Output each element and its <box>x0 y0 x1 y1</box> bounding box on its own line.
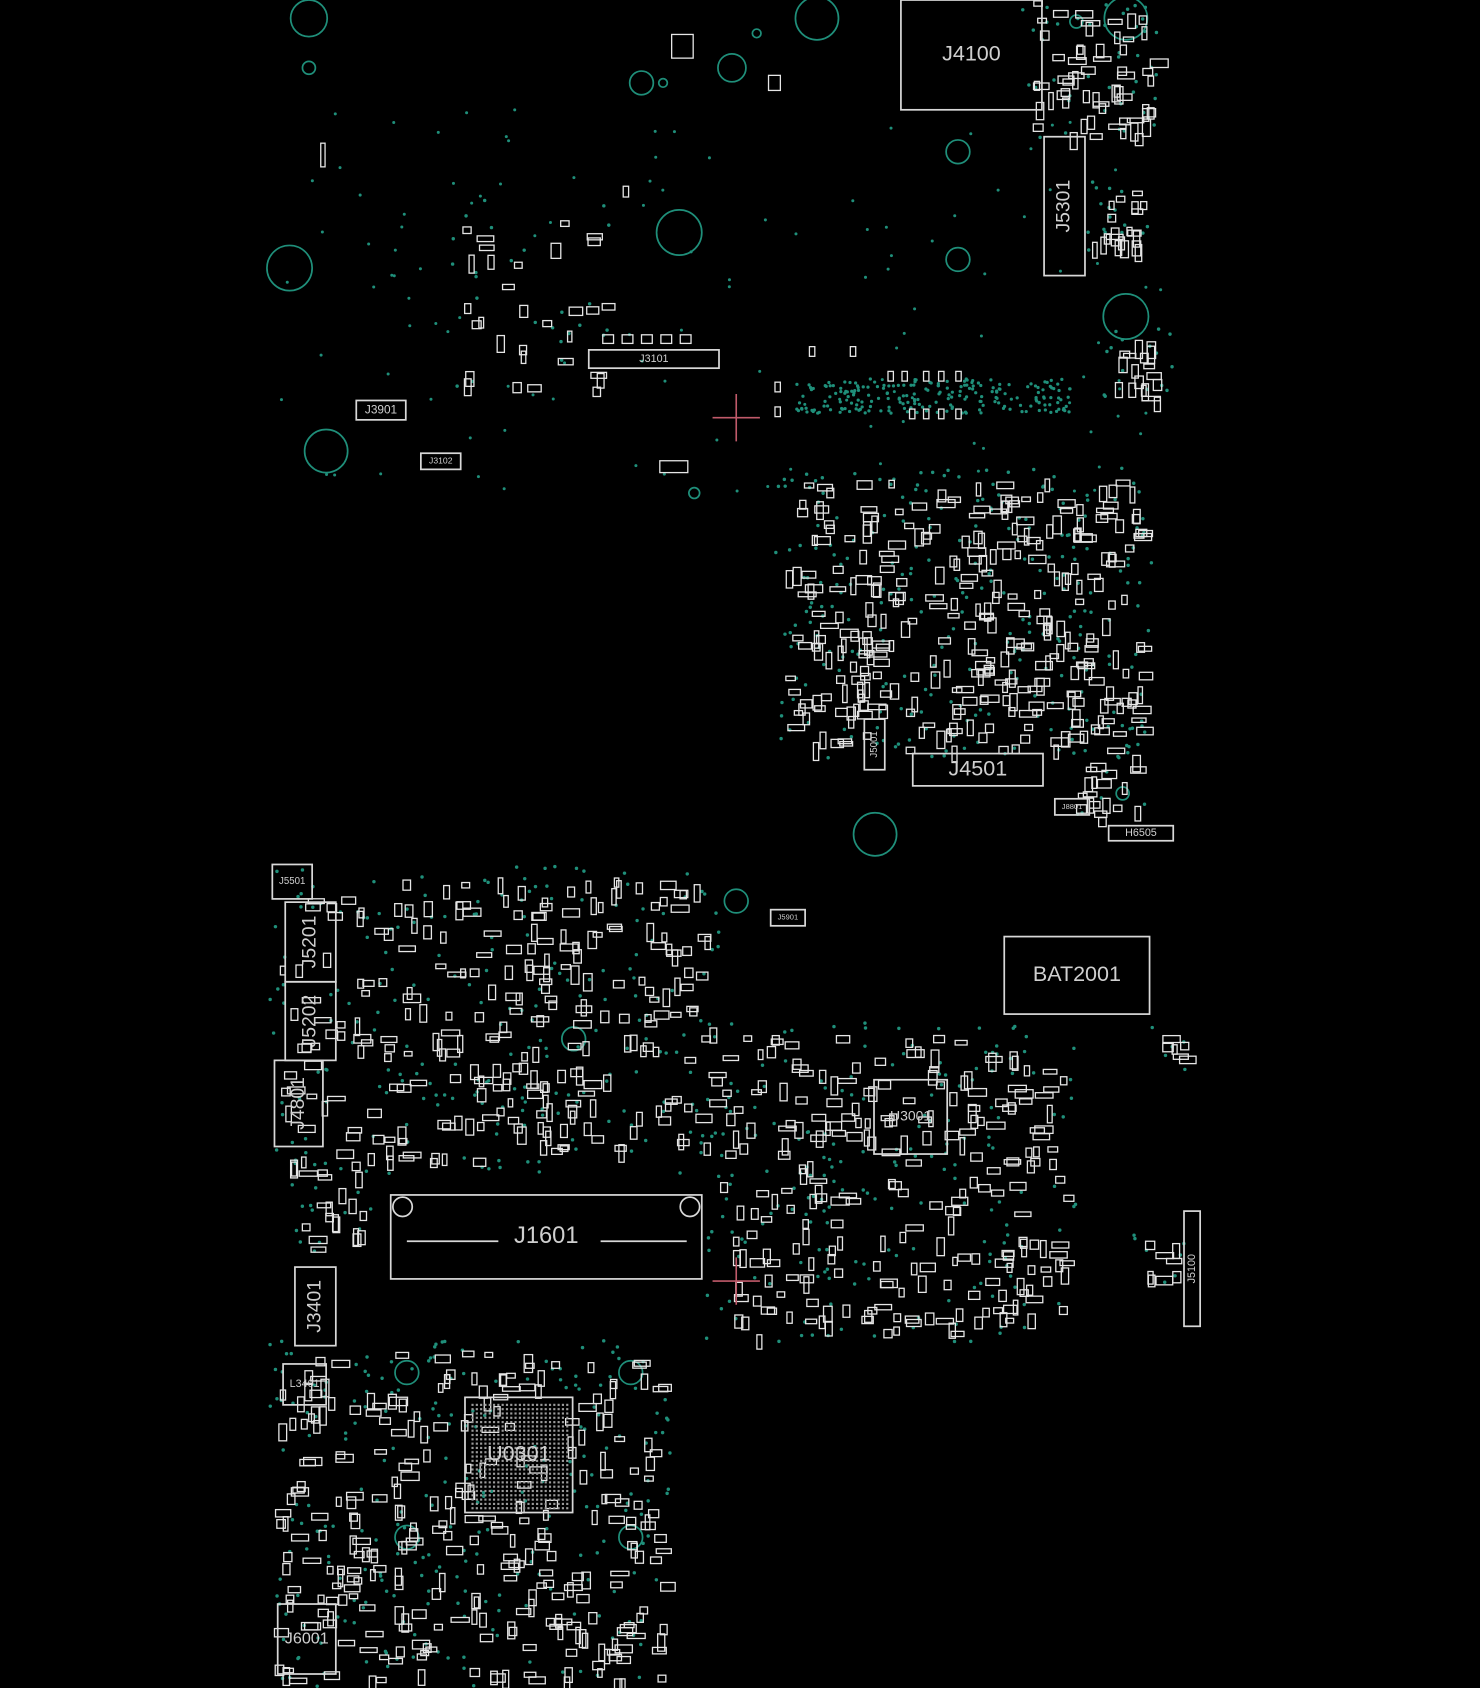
component-label: L3401 <box>290 1378 320 1390</box>
via-layer <box>268 3 1187 1688</box>
component-u3001[interactable]: U3001 <box>873 1078 949 1155</box>
component-label: J3102 <box>429 456 453 466</box>
component-label: J4801 <box>287 1077 309 1130</box>
component-label: J5202 <box>299 995 321 1048</box>
component-j3901[interactable]: J3901 <box>355 399 407 421</box>
component-j5001[interactable]: J5001 <box>863 718 886 771</box>
component-j5100[interactable]: J5100 <box>1183 1210 1202 1328</box>
component-label: J5901 <box>778 913 798 922</box>
component-label: U3001 <box>890 1108 931 1124</box>
component-j6001[interactable]: J6001 <box>276 1603 337 1675</box>
component-j5301[interactable]: J5301 <box>1043 135 1086 277</box>
mounting-holes <box>266 0 1150 1550</box>
component-j5901[interactable]: J5901 <box>769 908 806 927</box>
component-bat2001[interactable]: BAT2001 <box>1003 935 1151 1015</box>
component-j4100[interactable]: J4100 <box>900 0 1043 111</box>
component-label: J4100 <box>942 42 1001 66</box>
component-j4501[interactable]: J4501 <box>911 752 1044 787</box>
component-label: J3101 <box>639 353 668 365</box>
component-l3401[interactable]: L3401 <box>282 1363 327 1406</box>
component-label: J3901 <box>365 402 397 416</box>
component-label: J3401 <box>303 1280 325 1333</box>
component-j4801[interactable]: J4801 <box>273 1059 324 1148</box>
component-label: J5001 <box>869 731 880 757</box>
component-j8801[interactable]: J8801 <box>1053 797 1091 816</box>
component-label: J8801 <box>1062 802 1082 811</box>
component-h6505[interactable]: H6505 <box>1107 824 1175 842</box>
component-j5501[interactable]: J5501 <box>271 863 314 900</box>
component-label: J5100 <box>1186 1254 1198 1283</box>
component-j1601[interactable]: J1601 <box>389 1194 703 1280</box>
component-label: H6505 <box>1125 827 1157 839</box>
component-label: BAT2001 <box>1033 962 1121 986</box>
component-j3101[interactable]: J3101 <box>587 349 720 370</box>
component-u0301[interactable]: U0301 <box>464 1396 574 1514</box>
component-label: J4501 <box>949 756 1008 780</box>
smd-pads <box>273 0 1197 1688</box>
component-j3401[interactable]: J3401 <box>294 1266 337 1347</box>
component-label: J1601 <box>514 1223 578 1249</box>
crosshair-cursor-top <box>712 394 760 442</box>
component-label: U0301 <box>487 1442 550 1466</box>
component-label: J6001 <box>285 1629 329 1647</box>
component-label: J5501 <box>279 876 305 887</box>
component-label: J5201 <box>299 916 321 969</box>
component-label: J5301 <box>1053 180 1075 233</box>
crosshair-cursor-bottom <box>712 1257 760 1305</box>
component-j3102[interactable]: J3102 <box>419 452 462 471</box>
